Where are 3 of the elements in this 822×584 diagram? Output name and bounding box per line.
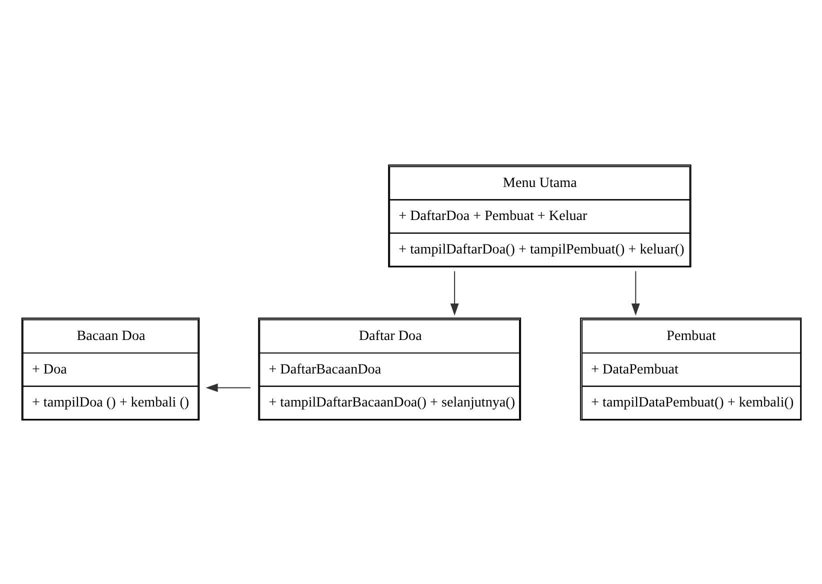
arrow <box>630 270 640 316</box>
arrow <box>205 382 250 392</box>
arrow <box>450 270 458 316</box>
